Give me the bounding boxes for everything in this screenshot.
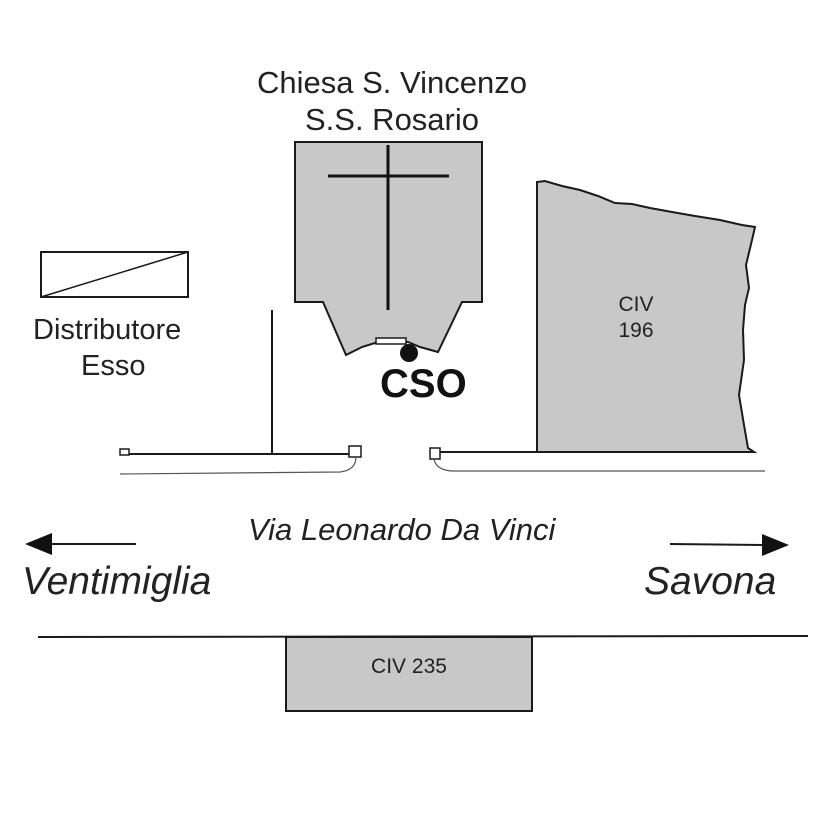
gas-station-symbol <box>40 251 189 298</box>
right-lot-boundary <box>429 447 765 472</box>
arrow-left-icon <box>25 533 136 555</box>
gas-station-label-line2: Esso <box>81 350 146 382</box>
church-name-line2: S.S. Rosario <box>304 102 479 137</box>
cross-icon <box>328 145 449 310</box>
left-lot-boundary <box>119 310 362 475</box>
building-civ196 <box>536 179 758 453</box>
street-name: Via Leonardo Da Vinci <box>248 512 556 547</box>
location-dot-icon <box>400 344 418 362</box>
gas-station-label-line1: Distributore <box>33 314 182 346</box>
church-entrance <box>375 337 407 345</box>
building-civ235-label: CIV 235 <box>371 655 447 678</box>
building-civ196-label-line1: CIV <box>618 293 654 316</box>
building-civ196-label-line2: 196 <box>618 319 654 342</box>
church-name-line1: Chiesa S. Vincenzo <box>257 65 527 100</box>
arrow-right-icon <box>669 534 789 556</box>
building-civ235 <box>285 636 533 712</box>
building-civ196-label: CIV 196 <box>590 292 682 344</box>
direction-left-label: Ventimiglia <box>22 560 212 603</box>
direction-right-label: Savona <box>644 560 777 603</box>
cso-marker-label: CSO <box>380 362 467 406</box>
